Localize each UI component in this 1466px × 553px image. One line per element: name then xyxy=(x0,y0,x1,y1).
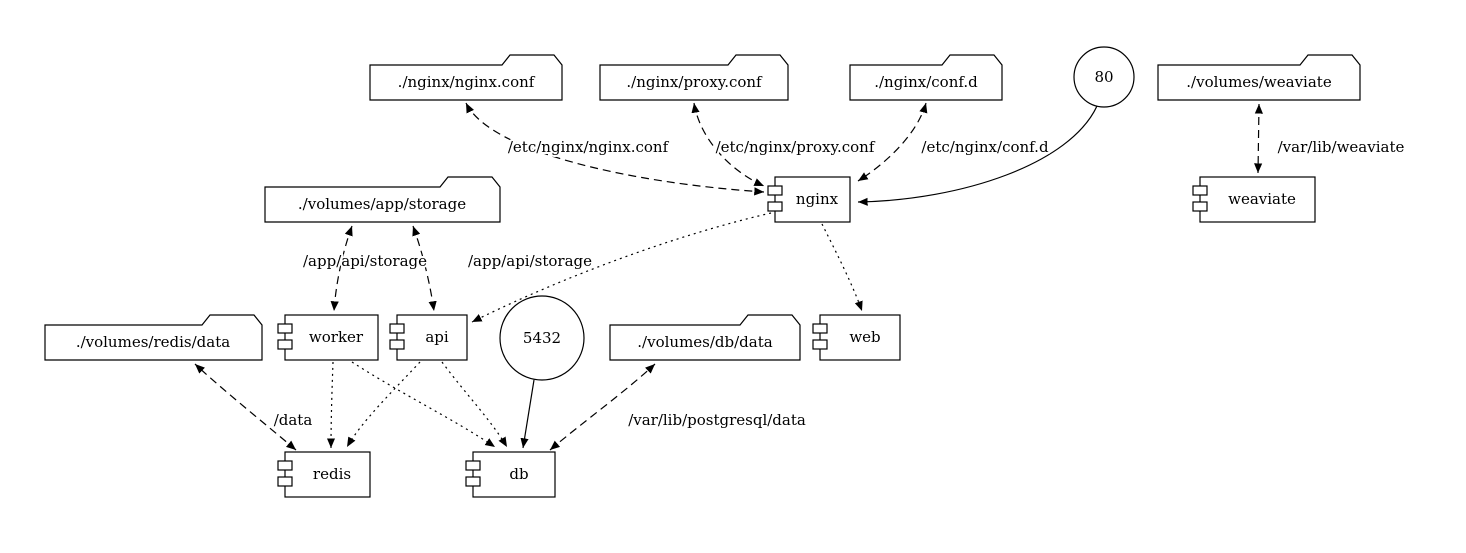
port-circle xyxy=(1073,46,1135,108)
edge-worker-db xyxy=(351,361,496,448)
component-tab-icon xyxy=(277,339,293,350)
port-circle xyxy=(499,295,585,381)
folder-conf-d-label: ./nginx/conf.d xyxy=(874,73,978,91)
component-body xyxy=(472,451,556,498)
edge-api-redis xyxy=(346,361,421,448)
folder-shape xyxy=(369,54,563,101)
folder-volumes-redis-data-label: ./volumes/redis/data xyxy=(76,333,230,351)
port-5432-label: 5432 xyxy=(523,329,561,347)
component-redis-node: redis xyxy=(277,451,371,498)
folder-shape xyxy=(599,54,789,101)
edge-appstorage-api xyxy=(412,225,437,312)
component-body xyxy=(1199,176,1316,223)
edge-label-weaviate-mount: /var/lib/weaviate xyxy=(1278,138,1405,156)
folder-shape xyxy=(44,314,263,361)
edge-nginx-api xyxy=(471,212,772,323)
component-worker-node: worker xyxy=(277,314,379,361)
edge-label-api-storage-mount: /app/api/storage xyxy=(468,252,592,270)
edge-label-conf-d-mount: /etc/nginx/conf.d xyxy=(921,138,1049,156)
folder-shape xyxy=(609,314,801,361)
component-body xyxy=(774,176,851,223)
edge-worker-redis xyxy=(326,361,336,449)
component-tab-icon xyxy=(767,185,783,196)
component-body xyxy=(284,451,371,498)
folder-volumes-weaviate-node: ./volumes/weaviate xyxy=(1157,54,1361,101)
component-tab-icon xyxy=(812,323,828,334)
component-db-label: db xyxy=(509,465,528,483)
component-web-node: web xyxy=(812,314,901,361)
folder-volumes-app-storage-label: ./volumes/app/storage xyxy=(298,195,466,213)
folder-volumes-app-storage-node: ./volumes/app/storage xyxy=(264,176,501,223)
component-api-label: api xyxy=(425,328,449,346)
folder-volumes-db-data-node: ./volumes/db/data xyxy=(609,314,801,361)
folder-proxy-conf-label: ./nginx/proxy.conf xyxy=(626,73,763,91)
edge-dbdata-db xyxy=(549,363,656,451)
folder-volumes-redis-data-node: ./volumes/redis/data xyxy=(44,314,263,361)
component-tab-icon xyxy=(465,460,481,471)
edges-layer xyxy=(194,102,1263,451)
edge-nginxconf-nginx xyxy=(465,102,765,196)
component-tab-icon xyxy=(1192,201,1208,212)
component-worker-label: worker xyxy=(309,328,364,346)
component-body xyxy=(819,314,901,361)
component-tab-icon xyxy=(1192,185,1208,196)
port-80-node: 80 xyxy=(1073,46,1135,108)
edge-nginx-web xyxy=(821,223,863,312)
folder-nginx-conf-label: ./nginx/nginx.conf xyxy=(398,73,536,91)
edge-appstorage-worker xyxy=(330,225,353,312)
folder-conf-d-node: ./nginx/conf.d xyxy=(849,54,1003,101)
edge-confd-nginx xyxy=(857,102,928,182)
port-80-label: 80 xyxy=(1094,68,1113,86)
component-redis-label: redis xyxy=(313,465,351,483)
edge-proxyconf-nginx xyxy=(691,102,765,187)
component-tab-icon xyxy=(277,460,293,471)
edge-label-proxy-conf-mount: /etc/nginx/proxy.conf xyxy=(716,138,876,156)
component-web-label: web xyxy=(849,328,880,346)
component-tab-icon xyxy=(812,339,828,350)
edge-api-db xyxy=(441,361,508,448)
folder-volumes-weaviate-label: ./volumes/weaviate xyxy=(1186,73,1332,91)
component-tab-icon xyxy=(389,339,405,350)
component-tab-icon xyxy=(465,476,481,487)
component-weaviate-label: weaviate xyxy=(1228,190,1296,208)
edge-label-nginx-conf-mount: /etc/nginx/nginx.conf xyxy=(508,138,670,156)
folder-shape xyxy=(264,176,501,223)
component-tab-icon xyxy=(277,476,293,487)
component-api-node: api xyxy=(389,314,468,361)
edge-port80-nginx xyxy=(857,105,1098,206)
component-weaviate-node: weaviate xyxy=(1192,176,1316,223)
component-tab-icon xyxy=(389,323,405,334)
folder-shape xyxy=(849,54,1003,101)
edge-port5432-db xyxy=(520,379,535,449)
edge-labels-layer: /etc/nginx/nginx.conf /etc/nginx/proxy.c… xyxy=(272,136,1407,431)
component-body xyxy=(284,314,379,361)
component-tab-icon xyxy=(767,201,783,212)
component-nginx-label: nginx xyxy=(796,190,839,208)
edge-label-worker-storage-mount: /app/api/storage xyxy=(303,252,427,270)
component-db-node: db xyxy=(465,451,556,498)
edge-redisdata-redis xyxy=(194,363,297,451)
folder-nginx-conf-node: ./nginx/nginx.conf xyxy=(369,54,563,101)
edge-volweaviate-weaviate xyxy=(1254,103,1263,174)
component-tab-icon xyxy=(277,323,293,334)
component-body xyxy=(396,314,468,361)
port-5432-node: 5432 xyxy=(499,295,585,381)
folder-volumes-db-data-label: ./volumes/db/data xyxy=(637,333,772,351)
component-nginx-node: nginx xyxy=(767,176,851,223)
edge-label-db-mount: /var/lib/postgresql/data xyxy=(628,411,806,429)
folder-proxy-conf-node: ./nginx/proxy.conf xyxy=(599,54,789,101)
edge-label-redis-mount: /data xyxy=(274,411,313,429)
folder-shape xyxy=(1157,54,1361,101)
